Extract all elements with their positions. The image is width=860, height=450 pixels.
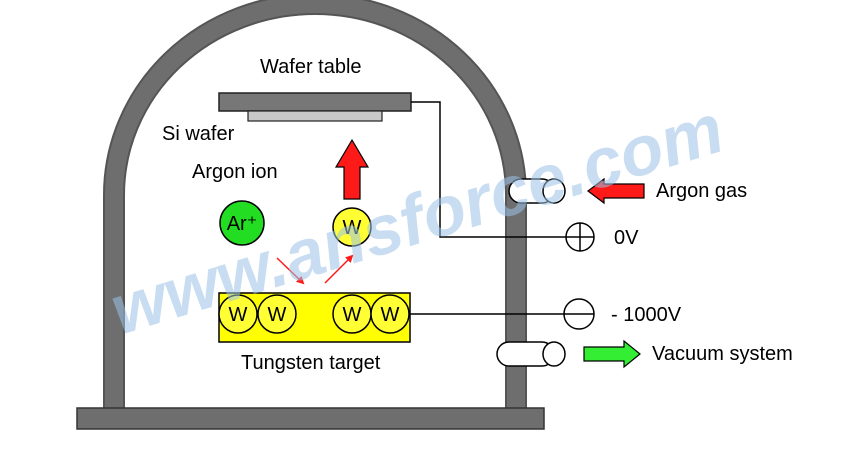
- target-atom: W: [257, 294, 297, 334]
- svg-text:W: W: [343, 217, 362, 239]
- argon-ion: Ar⁺: [219, 200, 265, 246]
- target-atom: W: [218, 294, 258, 334]
- svg-text:W: W: [229, 304, 248, 326]
- svg-text:Ar⁺: Ar⁺: [227, 213, 258, 235]
- argon-inlet-pipe: [508, 178, 566, 204]
- label-zero-v: 0V: [614, 227, 639, 249]
- ejection-arrow: [324, 254, 354, 284]
- label-argon-ion: Argon ion: [192, 161, 278, 183]
- sputtered-atom: W: [332, 207, 372, 247]
- deposition-arrow: [334, 138, 370, 200]
- label-si-wafer: Si wafer: [162, 123, 235, 145]
- target-atom: W: [332, 294, 372, 334]
- label-minus-1000v: - 1000V: [611, 304, 682, 326]
- vacuum-outlet-pipe: [496, 341, 566, 367]
- wafer-table: [218, 92, 412, 112]
- si-wafer: [247, 110, 383, 122]
- label-vacuum-system: Vacuum system: [652, 343, 793, 365]
- vacuum-arrow: [583, 339, 641, 369]
- chamber-base: [76, 407, 545, 430]
- svg-text:W: W: [381, 304, 400, 326]
- plus-terminal-icon: [565, 222, 595, 252]
- argon-gas-arrow: [587, 177, 645, 205]
- ion-impact-arrow: [276, 257, 305, 285]
- label-argon-gas: Argon gas: [656, 180, 747, 202]
- minus-terminal-icon: [563, 298, 595, 330]
- label-tungsten-target: Tungsten target: [241, 352, 381, 374]
- target-atom: W: [370, 294, 410, 334]
- svg-text:W: W: [343, 304, 362, 326]
- label-wafer-table: Wafer table: [260, 56, 362, 78]
- svg-text:W: W: [268, 304, 287, 326]
- ground-wire: [411, 101, 566, 238]
